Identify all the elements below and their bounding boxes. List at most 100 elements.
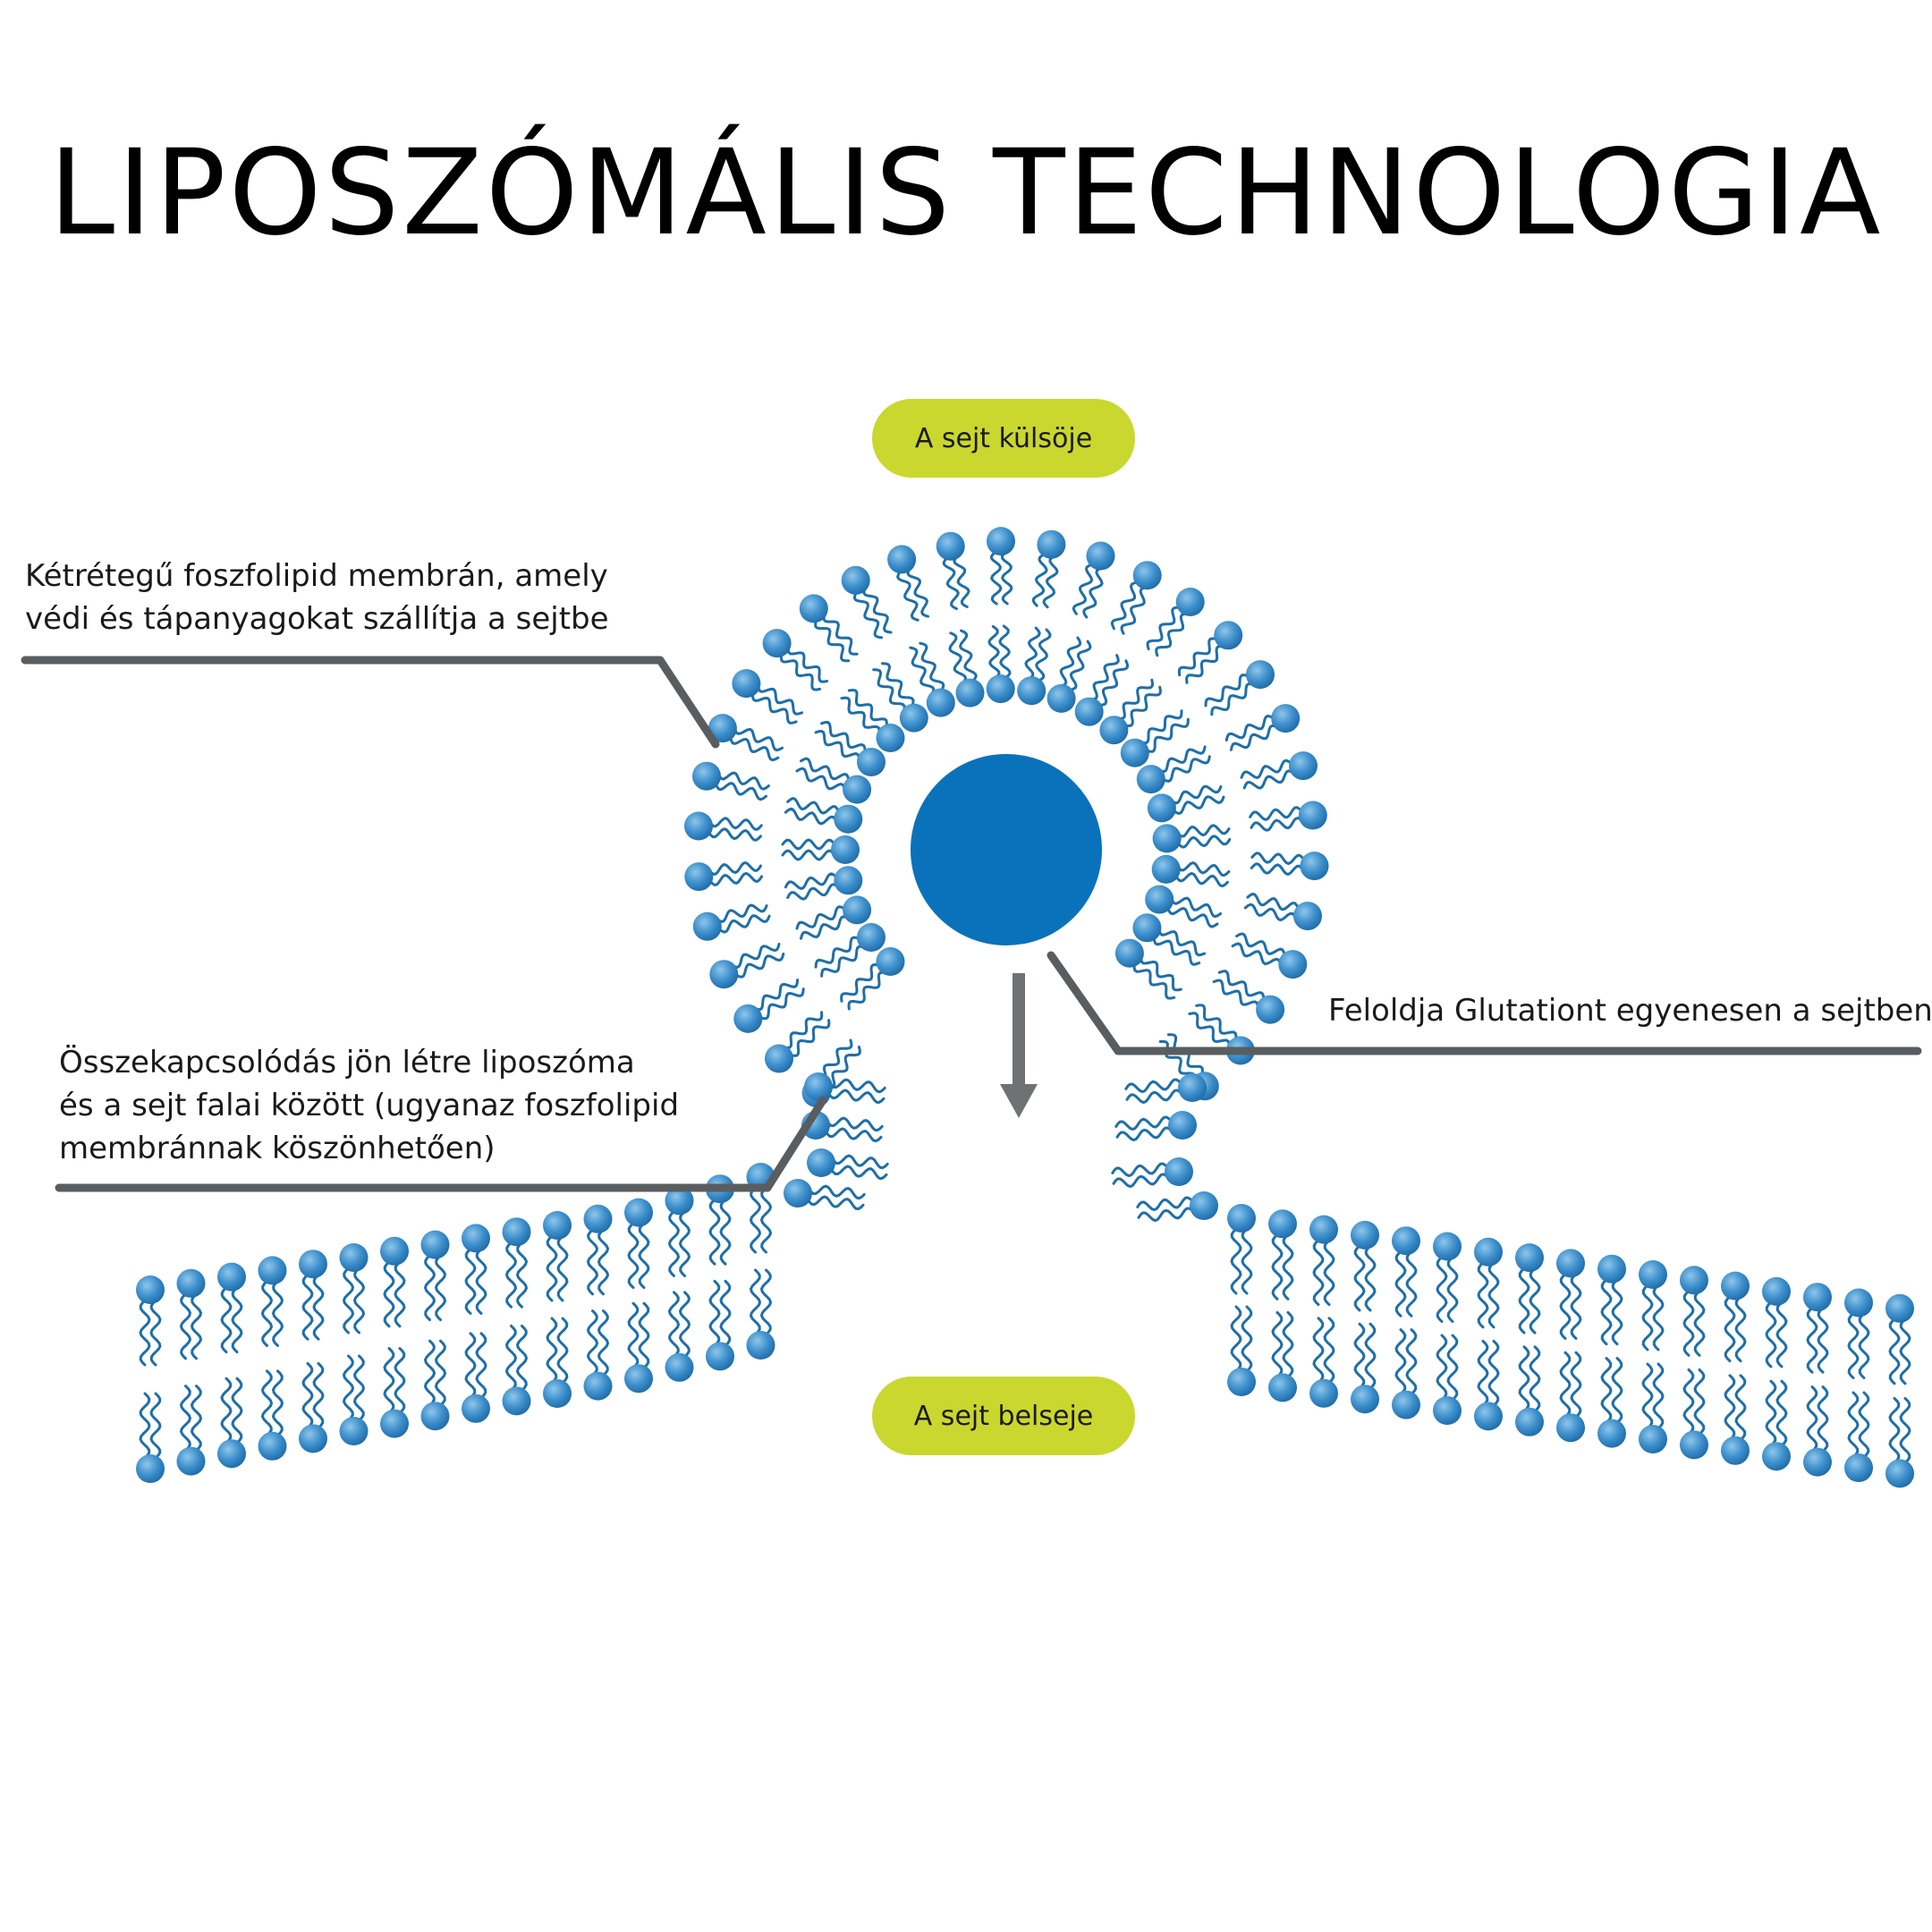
lipid-membrane-upper	[1885, 1293, 1914, 1385]
lipid-outer	[692, 761, 770, 801]
lipid-inner	[1017, 626, 1052, 706]
lipid-inner	[872, 662, 928, 733]
lipid-outer	[799, 594, 859, 663]
lipid-inner	[1120, 709, 1190, 767]
lipid-neck	[807, 1148, 889, 1181]
cell-outside-label: A sejt külsöje	[872, 399, 1135, 478]
lipid-inner	[1136, 745, 1211, 794]
lipid-inner	[814, 923, 886, 978]
lipid-outer	[684, 811, 763, 842]
lipid-outer	[1231, 932, 1308, 979]
lipid-membrane-lower	[380, 1347, 409, 1438]
lipid-membrane-lower	[176, 1385, 206, 1476]
lipid-membrane-upper	[1556, 1249, 1585, 1340]
lipid-membrane-lower	[299, 1361, 327, 1453]
lipid-inner	[781, 835, 860, 864]
lipid-membrane-lower	[1392, 1328, 1420, 1419]
lipid-membrane-upper	[1844, 1288, 1873, 1379]
lipid-membrane-upper	[543, 1211, 572, 1302]
lipid-neck	[1111, 1157, 1193, 1189]
lipid-membrane-upper	[1392, 1226, 1420, 1318]
lipid-membrane-lower	[665, 1291, 694, 1382]
lipid-inner	[1147, 784, 1225, 823]
lipid-membrane-upper	[217, 1262, 246, 1354]
lipid-membrane-lower	[706, 1279, 734, 1371]
leader-lines	[21, 656, 1922, 1192]
lipid-membrane-lower	[1721, 1374, 1750, 1465]
fusion-callout-line-1: Összekapcsolódás jön létre liposzóma	[59, 1045, 635, 1080]
lipid-membrane-upper	[1268, 1209, 1297, 1301]
cell-inside-text: A sejt belseje	[913, 1400, 1094, 1432]
lipid-inner	[784, 796, 863, 834]
membrane-callout-line-2: védi és tápanyagokat szállítja a sejtbe	[25, 601, 609, 637]
lipid-membrane-lower	[217, 1377, 246, 1469]
glutathione-core	[911, 754, 1102, 945]
page-title: LIPOSZÓMÁLIS TECHNOLOGIA	[48, 124, 1884, 262]
fusion-callout-line-3: membránnak köszönhetően)	[59, 1131, 496, 1166]
lipid-membrane-lower	[258, 1369, 287, 1461]
lipid-membrane-lower	[746, 1268, 775, 1360]
lipid-outer	[1249, 801, 1327, 832]
lipid-membrane-upper	[1351, 1220, 1379, 1312]
lipid-outer	[765, 1011, 831, 1073]
lipid-membrane-lower	[1639, 1362, 1667, 1453]
cell-inside-label: A sejt belseje	[872, 1377, 1135, 1455]
lipid-outer	[987, 527, 1015, 606]
lipid-outer	[1224, 704, 1301, 751]
lipid-outer	[692, 903, 771, 941]
lipid-membrane-upper	[1721, 1271, 1750, 1363]
lipid-membrane-upper	[299, 1250, 327, 1341]
lipid-membrane-upper	[1309, 1215, 1338, 1307]
lipid-membrane-upper	[1515, 1243, 1544, 1335]
lipid-membrane-lower	[420, 1339, 450, 1431]
lipid-membrane-lower	[1885, 1396, 1914, 1488]
lipid-membrane-upper	[176, 1268, 206, 1360]
lipid-inner	[1151, 854, 1231, 888]
lipid-inner	[784, 866, 863, 901]
lipid-membrane-lower	[1227, 1305, 1256, 1396]
lipid-inner	[1046, 636, 1092, 713]
lipid-inner	[948, 629, 985, 708]
lipid-membrane-upper	[665, 1186, 694, 1277]
lipid-membrane-upper	[1474, 1237, 1503, 1329]
lipid-outer	[1146, 588, 1205, 657]
lipid-outer	[1212, 970, 1285, 1024]
lipid-inner	[795, 757, 872, 804]
lipid-membrane-lower	[1803, 1385, 1832, 1477]
lipid-neck	[1136, 1191, 1218, 1223]
lipid-outer	[709, 943, 785, 989]
lipid-inner	[840, 688, 905, 752]
lipid-outer	[708, 714, 784, 762]
lipid-inner	[1145, 885, 1223, 928]
lipid-membrane-upper	[624, 1198, 653, 1290]
lipid-inner	[840, 947, 905, 1011]
lipid-membrane-upper	[339, 1243, 369, 1335]
lipid-outer	[1243, 892, 1322, 931]
lipid-membrane-lower	[583, 1309, 613, 1401]
lipid-inner	[1074, 654, 1130, 726]
lipid-neck	[1124, 1073, 1207, 1105]
lipid-neck	[804, 1072, 886, 1105]
lipid-membrane-lower	[1268, 1310, 1297, 1402]
lipid-inner	[1099, 678, 1162, 745]
lipid-membrane-upper	[1433, 1232, 1462, 1323]
fusion-callout: Összekapcsolódás jön létre liposzóma és …	[59, 1041, 679, 1170]
lipid-outer	[887, 545, 929, 622]
lipid-membrane-upper	[420, 1230, 450, 1322]
lipid-inner	[1152, 824, 1232, 853]
membrane-callout: Kétrétegű foszfolipid membrán, amely véd…	[25, 555, 609, 640]
lipid-membrane-upper	[462, 1224, 490, 1315]
lipid-membrane-upper	[1639, 1260, 1667, 1352]
lipid-outer	[1177, 621, 1243, 684]
lipid-membrane-lower	[339, 1354, 369, 1445]
lipid-inner	[1114, 938, 1182, 1000]
lipid-outer	[1188, 1004, 1255, 1065]
lipid-membrane-upper	[1227, 1204, 1256, 1295]
lipid-membrane-upper	[1597, 1254, 1626, 1346]
lipid-membrane-upper	[1762, 1276, 1791, 1368]
lipid-membrane-upper	[380, 1236, 409, 1328]
release-arrow	[1000, 973, 1038, 1118]
lipid-membrane-lower	[1556, 1351, 1585, 1443]
lipid-outer	[841, 565, 893, 640]
lipid-outer	[684, 860, 764, 892]
